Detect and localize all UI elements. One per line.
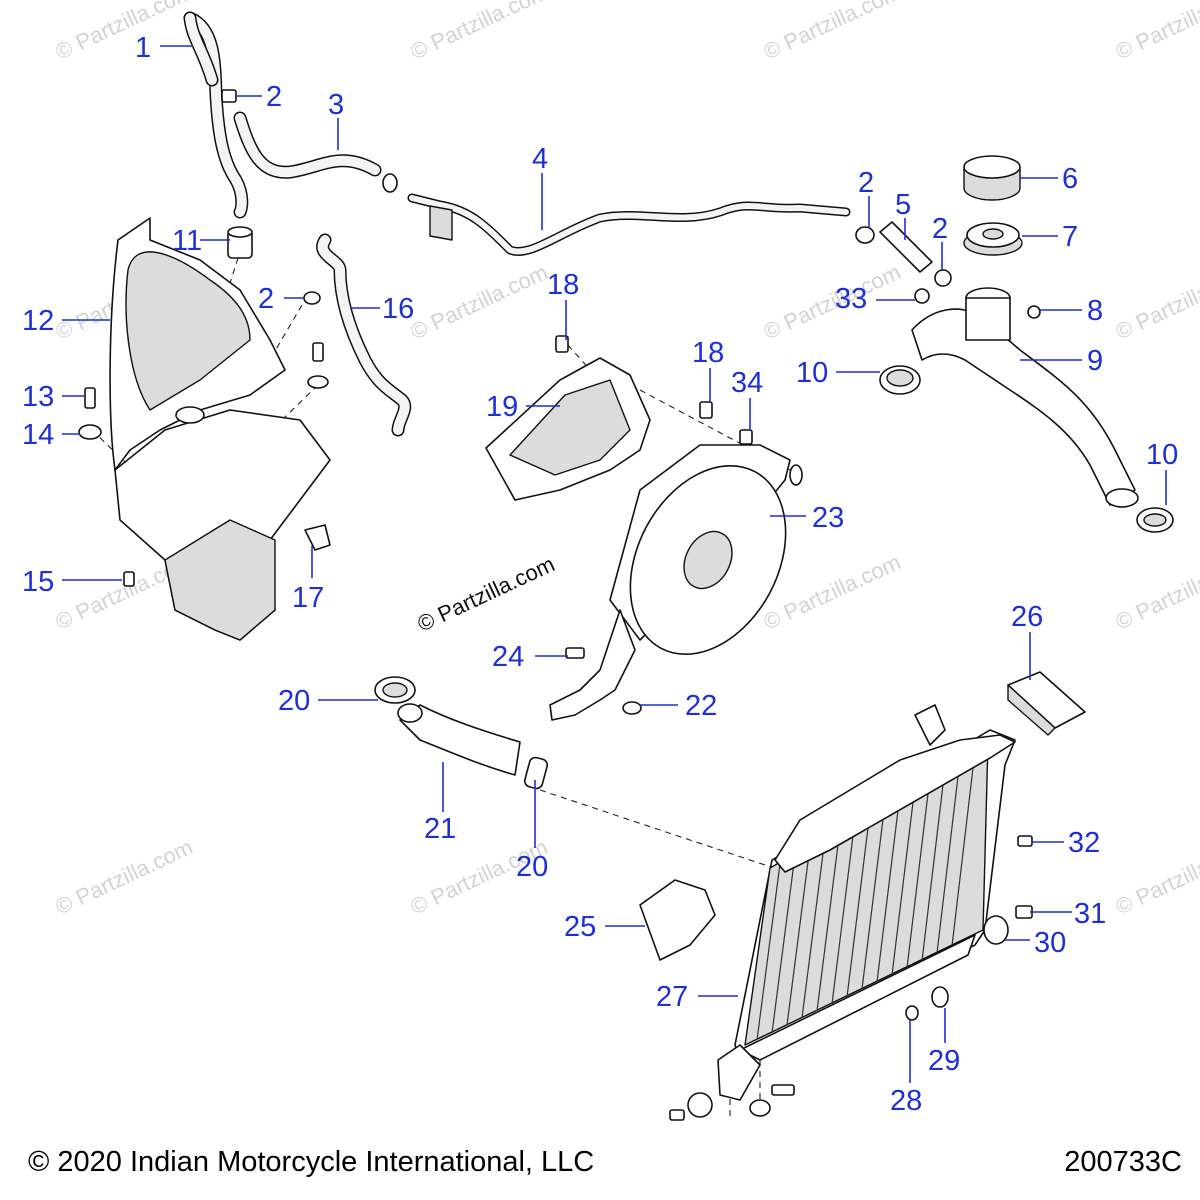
bolt-part <box>669 835 1033 1121</box>
callout-26: 26 <box>1011 601 1043 633</box>
callout-18: 18 <box>547 269 579 301</box>
cap-cover-part <box>963 155 1021 201</box>
bolt-part <box>78 342 331 587</box>
short-hose-part <box>879 221 933 273</box>
callout-23: 23 <box>812 502 844 534</box>
hose-clamp-part <box>374 676 549 790</box>
watermark: © Partzilla.com <box>760 259 905 344</box>
hose-clamp-part <box>221 89 237 103</box>
hose-clamp-part <box>855 226 952 287</box>
callout-17: 17 <box>292 582 324 614</box>
hose-clamp-part <box>303 291 321 305</box>
callout-15: 15 <box>22 566 54 598</box>
bolt-part <box>914 288 1041 319</box>
cooling-fan-part <box>549 444 791 721</box>
lower-hose-part <box>397 703 521 776</box>
callout-32: 32 <box>1068 827 1100 859</box>
callout-20: 20 <box>516 851 548 883</box>
hose-clamp-part <box>879 365 1174 533</box>
callout-9: 9 <box>1087 345 1103 377</box>
callout-2: 2 <box>266 81 282 113</box>
watermark: © Partzilla.com <box>1112 834 1200 919</box>
callout-28: 28 <box>890 1085 922 1117</box>
callout-10: 10 <box>1146 439 1178 471</box>
callout-25: 25 <box>564 911 596 943</box>
overflow-hose-part <box>183 11 249 219</box>
callout-13: 13 <box>22 381 54 413</box>
callout-31: 31 <box>1074 898 1106 930</box>
callout-1: 1 <box>135 32 151 64</box>
callout-14: 14 <box>22 419 54 451</box>
watermark: © Partzilla.com <box>52 0 197 65</box>
callout-8: 8 <box>1087 295 1103 327</box>
callout-30: 30 <box>1034 927 1066 959</box>
callout-34: 34 <box>731 367 763 399</box>
drawing-number: 200733C <box>1064 1146 1182 1178</box>
radiator-part <box>717 704 1016 1101</box>
callout-4: 4 <box>532 143 548 175</box>
callout-20: 20 <box>278 685 310 717</box>
leader-lines <box>62 45 1167 1083</box>
coolant-hose-part <box>233 111 398 193</box>
coolant-tube-part <box>407 193 851 256</box>
watermark: © Partzilla.com <box>760 0 905 65</box>
callout-27: 27 <box>656 981 688 1013</box>
callout-11: 11 <box>172 225 202 257</box>
bolt-part <box>565 647 642 715</box>
callout-22: 22 <box>685 690 717 722</box>
coolant-reservoir-part <box>109 217 331 641</box>
callout-labels: 1 2 3 4 2 5 2 6 7 11 2 16 12 18 33 8 18 … <box>22 32 1178 1117</box>
watermark: © Partzilla.com <box>1112 259 1200 344</box>
radiator-cap-part <box>963 222 1023 256</box>
callout-3: 3 <box>328 89 344 121</box>
cover-part <box>639 879 716 961</box>
callout-24: 24 <box>492 641 524 673</box>
callout-18: 18 <box>692 337 724 369</box>
callout-6: 6 <box>1062 163 1078 195</box>
watermark: © Partzilla.com <box>1112 0 1200 65</box>
watermark: © Partzilla.com <box>407 0 552 65</box>
callout-2: 2 <box>858 167 874 199</box>
copyright-notice: © 2020 Indian Motorcycle International, … <box>28 1146 595 1178</box>
bolt-part <box>555 335 803 486</box>
callout-2: 2 <box>932 213 948 245</box>
callout-29: 29 <box>928 1045 960 1077</box>
callout-7: 7 <box>1062 221 1078 253</box>
watermark: © Partzilla.com <box>407 259 552 344</box>
watermark: © Partzilla.com <box>52 834 197 919</box>
small-hose-part <box>316 233 412 437</box>
bracket-part <box>1007 671 1086 736</box>
watermark: © Partzilla.com <box>1112 549 1200 634</box>
fan-shroud-part <box>485 357 651 501</box>
callout-10: 10 <box>796 357 828 389</box>
grommet-part <box>227 226 253 259</box>
callout-12: 12 <box>22 305 54 337</box>
callout-21: 21 <box>424 813 456 845</box>
callout-33: 33 <box>835 283 867 315</box>
callout-5: 5 <box>895 189 911 221</box>
callout-16: 16 <box>382 293 414 325</box>
watermark-center: © Partzilla.com <box>414 551 559 636</box>
callout-19: 19 <box>486 391 518 423</box>
callout-2: 2 <box>258 283 274 315</box>
filler-neck-hose-part <box>911 287 1139 508</box>
